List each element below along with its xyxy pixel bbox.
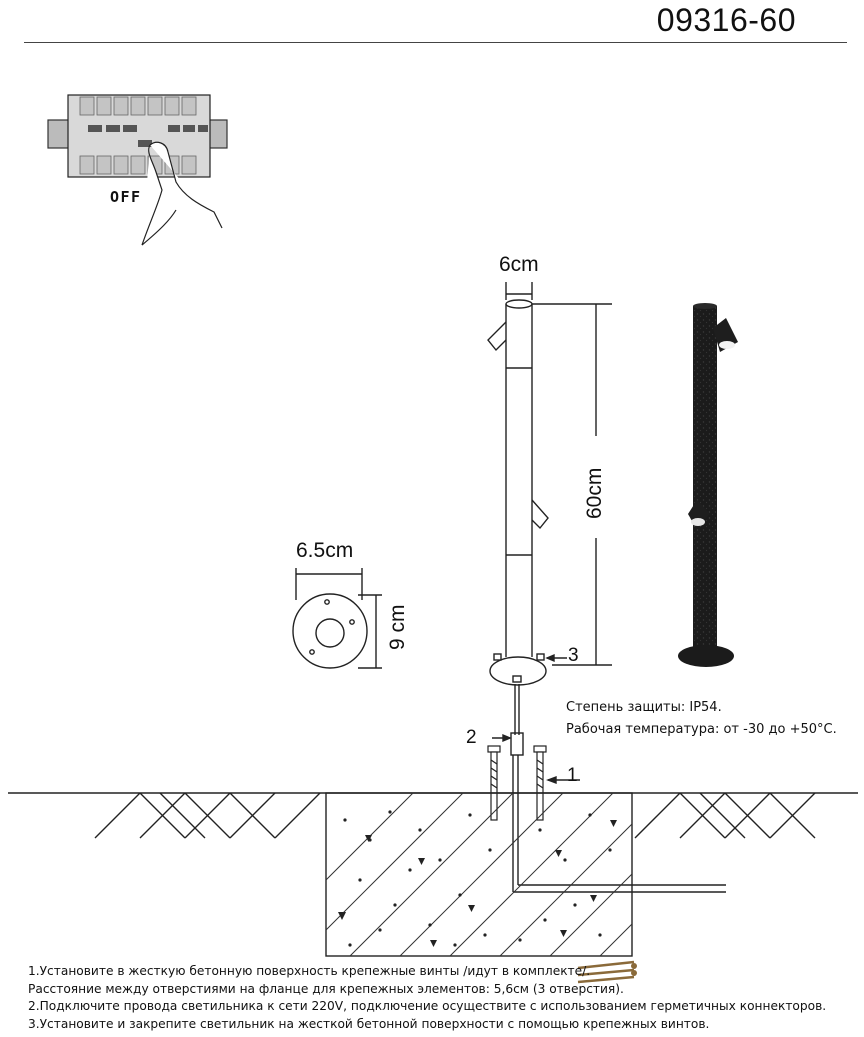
instruction-step-3: 3.Установите и закрепите светильник на ж… bbox=[28, 1016, 710, 1031]
anchor-bolts bbox=[487, 745, 547, 821]
height-dimension: 60cm bbox=[583, 467, 606, 519]
ground-section bbox=[8, 792, 858, 957]
callout-2: 2 bbox=[466, 727, 477, 748]
screws-image bbox=[577, 960, 637, 984]
concrete-aggregate bbox=[338, 810, 617, 947]
protection-rating: Степень защиты: IP54. bbox=[566, 700, 722, 715]
pillar-line-drawing bbox=[487, 282, 726, 893]
breaker-switch-illustration bbox=[47, 94, 228, 246]
specifications: Степень защиты: IP54. Рабочая температур… bbox=[566, 697, 837, 741]
callout-3: 3 bbox=[568, 645, 579, 666]
instruction-step-1-note: Расстояние между отверстиями на фланце д… bbox=[28, 981, 624, 996]
instruction-step-1: 1.Установите в жесткую бетонную поверхно… bbox=[28, 964, 591, 978]
callout-1: 1 bbox=[567, 765, 578, 786]
flange-top-view bbox=[292, 568, 382, 669]
instruction-step-2: 2.Подключите провода светильника к сети … bbox=[28, 999, 827, 1013]
flange-height-dimension: 9 cm bbox=[386, 604, 409, 650]
switch-off-label: OFF bbox=[110, 188, 142, 206]
operating-temperature: Рабочая температура: от -30 до +50°C. bbox=[566, 722, 837, 737]
model-number: 09316-60 bbox=[656, 2, 796, 38]
header-divider bbox=[24, 42, 847, 43]
flange-diameter-dimension: 6.5cm bbox=[296, 539, 354, 562]
installation-instructions: 1.Установите в жесткую бетонную поверхно… bbox=[28, 963, 826, 1033]
product-photo bbox=[678, 303, 738, 667]
diameter-dimension: 6cm bbox=[499, 253, 539, 276]
